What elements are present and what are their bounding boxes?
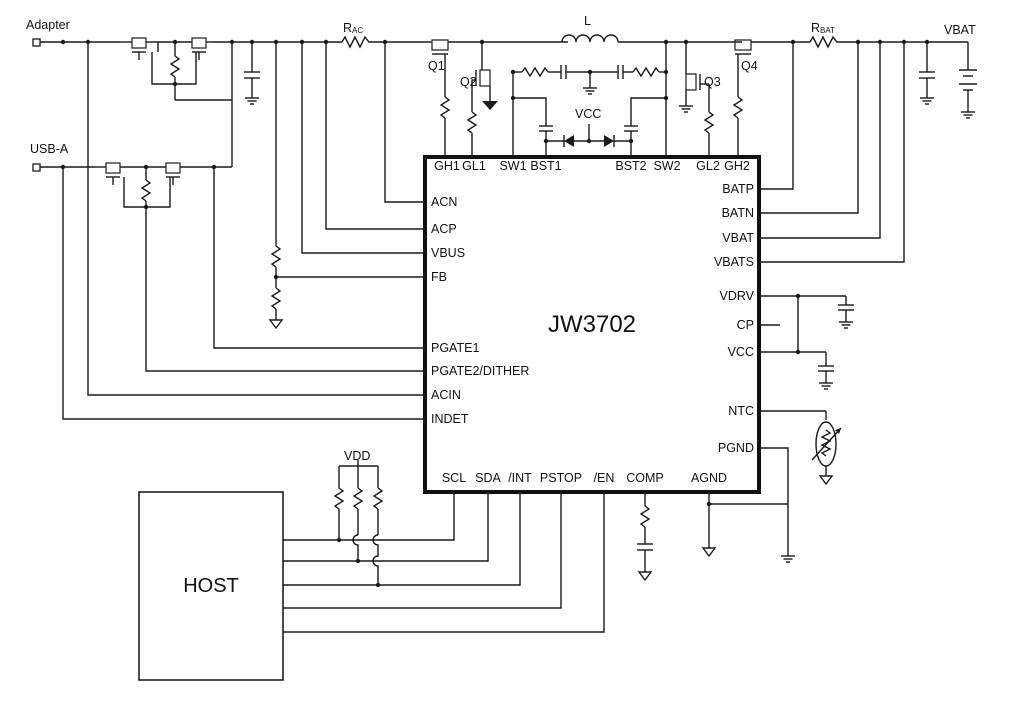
q2-label: Q2 bbox=[460, 75, 477, 89]
q4-label: Q4 bbox=[741, 59, 758, 73]
en-wire bbox=[283, 492, 605, 633]
pgate1-wire bbox=[213, 167, 425, 349]
inductor-label: L bbox=[584, 14, 591, 28]
vbat-label: VBAT bbox=[944, 23, 976, 37]
pin-en: /EN bbox=[594, 471, 615, 485]
vbats-wire bbox=[759, 42, 905, 263]
host-section: HOST VDD bbox=[138, 449, 605, 681]
pin-gh2: GH2 bbox=[724, 159, 750, 173]
pin-sw1: SW1 bbox=[499, 159, 526, 173]
vdd-label: VDD bbox=[344, 449, 370, 463]
pin-sda: SDA bbox=[475, 471, 501, 485]
pin-pgate2: PGATE2/DITHER bbox=[431, 364, 529, 378]
pin-gl1: GL1 bbox=[462, 159, 486, 173]
acin-wire bbox=[87, 42, 425, 396]
pgnd-wire bbox=[759, 447, 789, 550]
scl-wire bbox=[283, 492, 455, 541]
pin-acn: ACN bbox=[431, 195, 457, 209]
pin-vbat: VBAT bbox=[722, 231, 754, 245]
vbus-wire bbox=[301, 42, 425, 254]
rac-sub: AC bbox=[352, 26, 363, 35]
pin-vbus: VBUS bbox=[431, 246, 465, 260]
batp-wire bbox=[759, 42, 794, 190]
pin-batp: BATP bbox=[722, 182, 754, 196]
fb-divider bbox=[269, 42, 425, 329]
indet-wire bbox=[62, 167, 425, 420]
pin-bst1: BST1 bbox=[530, 159, 561, 173]
inductor bbox=[561, 34, 619, 43]
rbat-resistor bbox=[809, 35, 840, 49]
pin-sw2: SW2 bbox=[653, 159, 680, 173]
pin-cp: CP bbox=[737, 318, 754, 332]
adapter-label: Adapter bbox=[26, 18, 70, 32]
pin-comp: COMP bbox=[626, 471, 664, 485]
pin-vcc: VCC bbox=[728, 345, 754, 359]
pin-gl2: GL2 bbox=[696, 159, 720, 173]
pin-pgate1: PGATE1 bbox=[431, 341, 479, 355]
bst1-diode bbox=[564, 135, 574, 147]
int-wire bbox=[283, 492, 521, 586]
output-section: R BAT VBAT bbox=[637, 21, 977, 581]
host-block bbox=[138, 491, 284, 681]
pin-fb: FB bbox=[431, 270, 447, 284]
pin-vdrv: VDRV bbox=[719, 289, 754, 303]
pgate2-wire bbox=[145, 207, 425, 372]
rbat-sub: BAT bbox=[820, 26, 835, 35]
pin-pstop: PSTOP bbox=[540, 471, 582, 485]
batn-wire bbox=[759, 42, 859, 214]
pin-gh1: GH1 bbox=[434, 159, 460, 173]
bst2-diode bbox=[604, 135, 614, 147]
pin-acin: ACIN bbox=[431, 388, 461, 402]
pin-batn: BATN bbox=[722, 206, 754, 220]
sda-wire bbox=[283, 492, 489, 562]
rac-label: R bbox=[343, 21, 352, 35]
pin-pgnd: PGND bbox=[718, 441, 754, 455]
rbat-label: R bbox=[811, 21, 820, 35]
power-stage: Q1 Q2 L bbox=[428, 14, 810, 157]
rac-resistor: R AC bbox=[341, 21, 372, 49]
q2-ground bbox=[482, 101, 498, 110]
comp-network bbox=[637, 492, 653, 581]
pin-indet: INDET bbox=[431, 412, 469, 426]
chip-name: JW3702 bbox=[548, 311, 636, 338]
ic-body bbox=[423, 155, 761, 494]
pin-scl: SCL bbox=[442, 471, 466, 485]
input-section: Adapter USB-A bbox=[26, 18, 430, 420]
host-label: HOST bbox=[183, 575, 239, 597]
usb-a-terminal bbox=[32, 163, 41, 172]
pstop-wire bbox=[283, 492, 562, 609]
ntc-thermistor bbox=[759, 410, 842, 485]
vcc-label: VCC bbox=[575, 107, 601, 121]
pin-vbats: VBATS bbox=[714, 255, 754, 269]
vbat-wire bbox=[759, 42, 881, 239]
acp-wire bbox=[325, 42, 425, 230]
q3-label: Q3 bbox=[704, 75, 721, 89]
adapter-terminal bbox=[32, 38, 41, 47]
usb-pmos-pair bbox=[95, 100, 233, 210]
pin-int: /INT bbox=[508, 471, 532, 485]
pin-bst2: BST2 bbox=[615, 159, 646, 173]
pin-agnd: AGND bbox=[691, 471, 727, 485]
usb-a-label: USB-A bbox=[30, 142, 69, 156]
input-capacitor bbox=[244, 39, 260, 105]
acn-wire bbox=[384, 42, 425, 203]
pin-acp: ACP bbox=[431, 222, 457, 236]
battery bbox=[959, 42, 977, 119]
q1-label: Q1 bbox=[428, 59, 445, 73]
pin-ntc: NTC bbox=[728, 404, 754, 418]
adapter-pmos-pair bbox=[120, 37, 235, 101]
